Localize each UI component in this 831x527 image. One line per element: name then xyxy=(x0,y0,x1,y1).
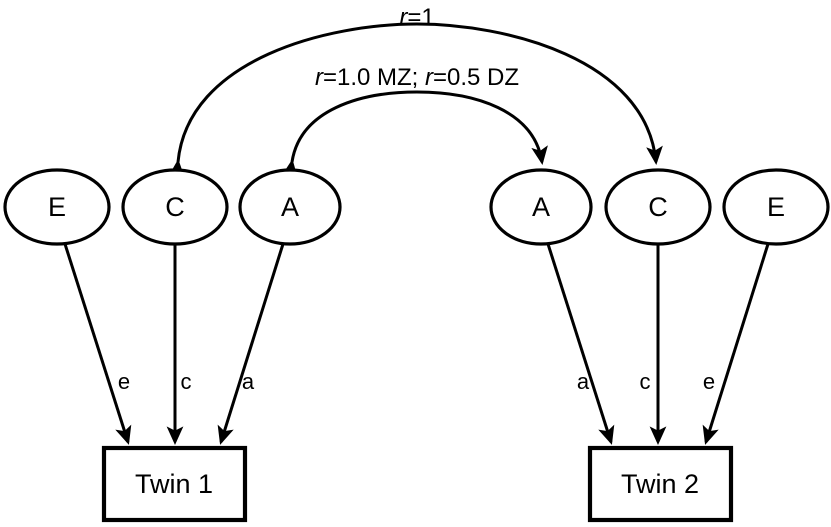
correlation-arc-a: r=1.0 MZ; r=0.5 DZ xyxy=(281,64,548,179)
path-label-e2: e xyxy=(703,369,715,394)
observed-variable-nodes: Twin 1 Twin 2 xyxy=(101,445,734,523)
path-label-e1: e xyxy=(118,369,130,394)
node-label-a-twin1: A xyxy=(281,192,299,222)
box-shape xyxy=(587,445,734,523)
node-twin2-box[interactable]: Twin 2 xyxy=(587,445,734,523)
path-label-c1: c xyxy=(181,369,192,394)
node-label-c-twin2: C xyxy=(648,192,668,222)
node-label-e-twin1: E xyxy=(48,192,66,222)
correlation-label-a: r=1.0 MZ; r=0.5 DZ xyxy=(315,64,519,91)
node-c-twin2[interactable]: C xyxy=(604,168,712,246)
latent-variable-nodes: E C A A C E xyxy=(3,168,830,246)
node-twin1-box[interactable]: Twin 1 xyxy=(101,445,248,523)
correlation-arc-c: r=1 xyxy=(168,4,663,179)
ellipse-shape xyxy=(722,168,830,246)
path-coefficient-labels: e c a a c e xyxy=(118,369,715,394)
node-c-twin1[interactable]: C xyxy=(121,168,229,246)
node-e-twin1[interactable]: E xyxy=(3,168,111,246)
ellipse-shape xyxy=(604,168,712,246)
path-label-c2: c xyxy=(640,369,651,394)
correlation-label-c: r=1 xyxy=(399,4,434,31)
path-arrow-a1 xyxy=(217,243,285,445)
path-arrow-a2 xyxy=(546,243,615,445)
node-label-twin2: Twin 2 xyxy=(621,469,699,499)
correlation-arc-c-path xyxy=(168,22,663,179)
node-a-twin1[interactable]: A xyxy=(238,168,342,246)
path-label-a2: a xyxy=(577,369,590,394)
path-arrow-e1 xyxy=(63,243,132,445)
ellipse-shape xyxy=(3,168,111,246)
ellipse-shape xyxy=(121,168,229,246)
node-label-e-twin2: E xyxy=(767,192,785,222)
path-arrows xyxy=(63,243,770,446)
path-arrow-e2 xyxy=(702,243,770,445)
correlation-arc-a-path xyxy=(281,90,548,179)
node-label-c-twin1: C xyxy=(165,192,185,222)
node-e-twin2[interactable]: E xyxy=(722,168,830,246)
node-a-twin2[interactable]: A xyxy=(489,168,593,246)
box-shape xyxy=(101,445,248,523)
ellipse-shape xyxy=(238,168,342,246)
node-label-a-twin2: A xyxy=(532,192,550,222)
path-label-a1: a xyxy=(242,369,255,394)
node-label-twin1: Twin 1 xyxy=(135,469,213,499)
ellipse-shape xyxy=(489,168,593,246)
